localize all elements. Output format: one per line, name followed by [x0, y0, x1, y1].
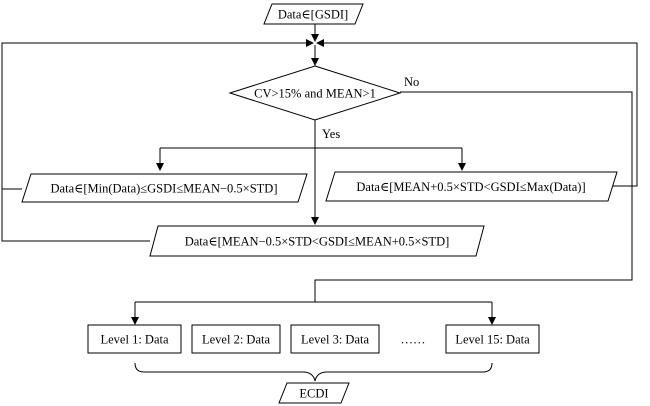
level-box-1: Level 1: Data [87, 324, 182, 354]
level-box-15: Level 15: Data [445, 324, 540, 354]
level-label-3: Level 3: Data [301, 333, 369, 347]
level-label-15: Level 15: Data [455, 333, 530, 347]
decision-label: CV>15% and MEAN>1 [254, 87, 376, 101]
left-class-label: Data∈[Min(Data)≤GSDI≤MEAN−0.5×STD] [51, 182, 278, 196]
connector-no-branch [314, 91, 633, 302]
right-class-node: Data∈[MEAN+0.5×STD<GSDI≤Max(Data)] [325, 171, 618, 202]
output-node: ECDI [278, 382, 350, 404]
connector-middle-loop [1, 189, 150, 242]
right-class-label: Data∈[MEAN+0.5×STD<GSDI≤Max(Data)] [356, 180, 585, 194]
connector-right-loop [316, 39, 638, 187]
left-class-node: Data∈[Min(Data)≤GSDI≤MEAN−0.5×STD] [21, 173, 308, 203]
output-label: ECDI [299, 387, 328, 401]
input-node: Data∈[GSDI] [263, 3, 364, 25]
middle-class-node: Data∈[MEAN−0.5×STD<GSDI≤MEAN+0.5×STD] [149, 225, 485, 257]
level-label-2: Level 2: Data [202, 333, 270, 347]
level-box-3: Level 3: Data [290, 324, 380, 354]
level-ellipsis: …… [401, 333, 426, 347]
branch-yes-label: Yes [322, 127, 340, 141]
connector-left-loop [1, 39, 314, 190]
branch-no-label: No [404, 75, 419, 89]
level-box-2: Level 2: Data [191, 324, 281, 354]
decision-node: CV>15% and MEAN>1 [228, 65, 402, 121]
level-label-1: Level 1: Data [100, 333, 168, 347]
level-brace [134, 362, 493, 382]
middle-class-label: Data∈[MEAN−0.5×STD<GSDI≤MEAN+0.5×STD] [185, 235, 450, 249]
input-label: Data∈[GSDI] [278, 8, 348, 22]
